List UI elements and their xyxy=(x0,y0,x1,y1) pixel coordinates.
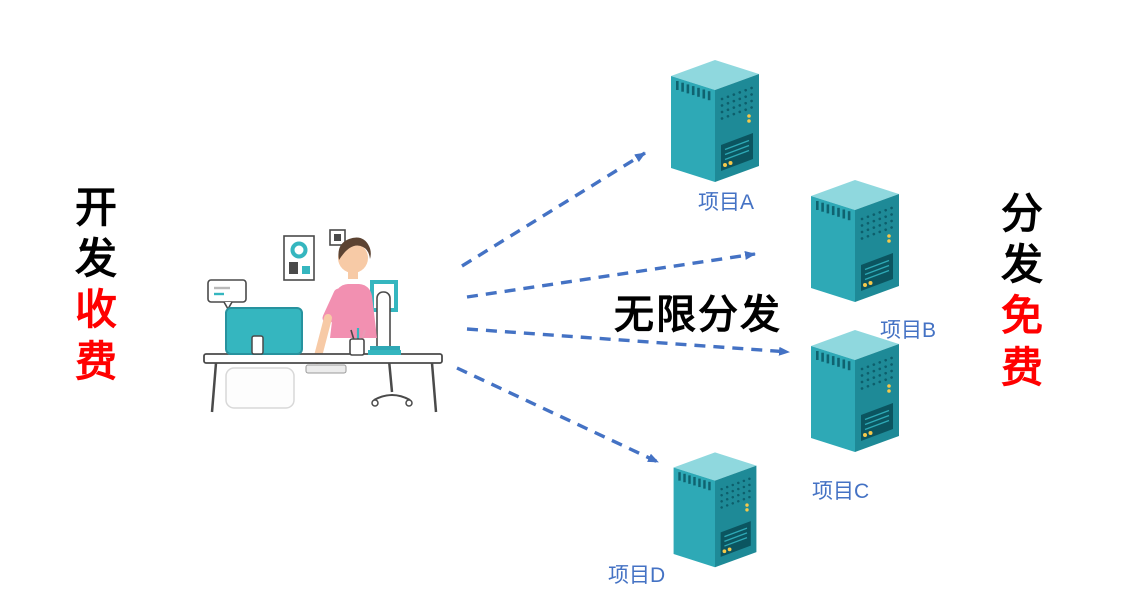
server-icon xyxy=(803,170,907,306)
left-caption-dev: 开发 xyxy=(74,184,117,283)
server-d-label: 项目D xyxy=(608,564,666,587)
dashed-arrow-to-project-d xyxy=(456,366,659,464)
right-caption-dist: 分发 xyxy=(1000,190,1043,289)
left-caption-paid: 收费 xyxy=(74,286,117,385)
server-b-label: 项目B xyxy=(880,319,937,342)
dashed-arrow-to-project-a xyxy=(461,151,646,268)
server-a-label: 项目A xyxy=(698,191,755,214)
server-project-d xyxy=(666,443,764,571)
right-caption: 分发免费 xyxy=(998,188,1046,393)
center-caption: 无限分发 xyxy=(614,293,782,337)
server-icon xyxy=(663,50,767,186)
right-caption-free: 免费 xyxy=(1000,292,1043,391)
server-icon xyxy=(666,443,764,571)
developer-illustration xyxy=(196,220,446,415)
left-caption: 开发收费 xyxy=(72,182,120,387)
server-project-b xyxy=(803,170,907,306)
server-project-a xyxy=(663,50,767,186)
server-c-label: 项目C xyxy=(812,480,870,503)
